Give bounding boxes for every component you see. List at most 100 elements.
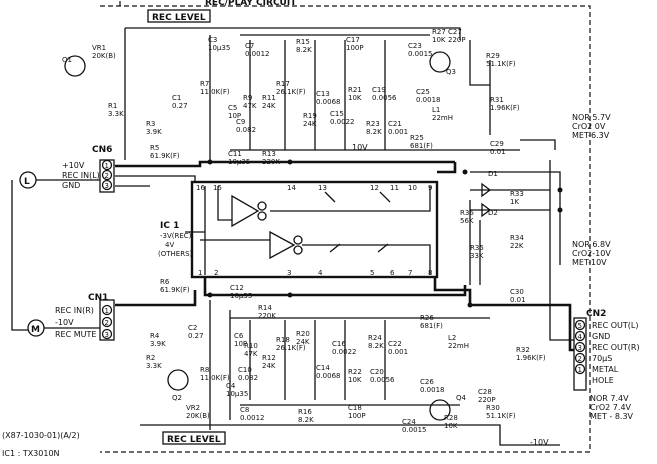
component-ref-r3: R3: [146, 120, 155, 128]
component-value-c24: 0.0015: [402, 426, 427, 434]
junction-dot: [287, 159, 293, 165]
component-value-c26: 0.0018: [420, 386, 445, 394]
wire-top-rail: [125, 27, 461, 40]
ic-switches-upper: [324, 191, 391, 203]
cn1-pin-circle: [101, 304, 113, 316]
component-ref-r26: R26: [420, 314, 434, 322]
component-value-c19: 0.0056: [372, 94, 397, 102]
part-number: (X87-1030-01)(A/2): [2, 431, 80, 440]
voltage-note-top: NOR 5.7V: [572, 113, 611, 122]
component-value-r12: 24K: [262, 362, 276, 370]
component-value-r2: 3.3K: [146, 362, 162, 370]
component-ref-r19: R19: [303, 112, 317, 120]
cn6-pin-label: GND: [62, 181, 80, 190]
component-value-r30: 51.1K(F): [486, 412, 516, 420]
ic-pin-13: 13: [318, 184, 327, 192]
wire-right-top: [470, 171, 561, 265]
ic-pin-7: 7: [408, 269, 412, 277]
component-value-r28: 10K: [444, 422, 458, 430]
component-value-r23: 8.2K: [366, 128, 382, 136]
component-value-l2: 22mH: [448, 342, 469, 350]
cn2-pin-circle: [574, 319, 586, 331]
component-ref-c30: C30: [510, 288, 524, 296]
opamp-lower-node-2: [293, 245, 303, 255]
ic-pin-12: 12: [370, 184, 379, 192]
component-ref-r34: R34: [510, 234, 524, 242]
component-value-c16: 0.0022: [332, 348, 357, 356]
ic1-note-1: -3V(REC): [160, 232, 192, 240]
voltage-note-top: CrO2 0V: [572, 122, 606, 131]
component-value-r22: 10K: [348, 376, 362, 384]
component-ref-c9: C9: [236, 118, 245, 126]
component-ref-r20: R20: [296, 330, 310, 338]
cn2-pin-number: 1: [578, 366, 582, 374]
component-value-c8: 0.0012: [240, 414, 265, 422]
component-ref-r32: R32: [516, 346, 530, 354]
cn2-pin-number: 3: [578, 344, 582, 352]
junction-dot: [207, 159, 213, 165]
component-value-r20: 24K: [296, 338, 310, 346]
cn1-pin-circle: [101, 316, 113, 328]
component-value-r17: 26.1K(F): [276, 88, 306, 96]
component-ref-r31: R31: [490, 96, 504, 104]
component-value-r27: 10K: [432, 36, 446, 44]
component-ref-c25: C25: [416, 88, 430, 96]
wire-q3: [469, 40, 490, 86]
cn2-pin-label: METAL: [592, 365, 619, 374]
component-ref-c23: C23: [408, 42, 422, 50]
opamp-upper-a: [231, 194, 260, 228]
component-value-r10: 47K: [244, 350, 258, 358]
component-ref-r15: R15: [296, 38, 310, 46]
component-ref-r36: R36: [460, 209, 474, 217]
component-ref-r24: R24: [368, 334, 382, 342]
wire-rec-in-r: [115, 290, 197, 307]
component-value-c7: 0.0012: [245, 50, 270, 58]
component-value-r34: 22K: [510, 242, 524, 250]
component-ref-c13: C13: [316, 90, 330, 98]
component-ref-l1: L1: [432, 106, 440, 114]
cn6-pin-circle: [101, 159, 113, 171]
ic-pin-2: 2: [214, 269, 218, 277]
component-ref-r30: R30: [486, 404, 500, 412]
component-value-c29: 0.01: [490, 148, 506, 156]
component-value-c30: 0.01: [510, 296, 526, 304]
component-value-r11: 24K: [262, 102, 276, 110]
component-value-r31: 1.96K(F): [490, 104, 520, 112]
component-value-r36: 56K: [460, 217, 474, 225]
opamp-upper-node-2: [257, 211, 267, 221]
diode-d1-symbol: [481, 182, 492, 198]
component-value-c1: 0.27: [172, 102, 188, 110]
component-ref-r22: R22: [348, 368, 362, 376]
component-value-r33: 1K: [510, 198, 519, 206]
wire-bottom-left-vert: [209, 300, 231, 430]
component-ref-c3: C3: [208, 36, 217, 44]
component-ref-c28: C28: [478, 388, 492, 396]
component-value-r35: 33K: [470, 252, 484, 260]
wire-neg-rail: [140, 424, 560, 446]
component-ref-c20: C20: [370, 368, 384, 376]
rail-pos-label: 10V: [352, 143, 368, 152]
component-value-r14: 220K: [258, 312, 276, 320]
component-ref-c2: C2: [188, 324, 197, 332]
transistor-q4-symbol: [429, 399, 451, 421]
cn2-pin-label: GND: [592, 332, 610, 341]
ic-note: IC1 : TX3010N: [2, 449, 60, 458]
cn2-pin-label: REC OUT(L): [592, 321, 638, 330]
voltage-note-bottom: MET - 8.3V: [590, 412, 634, 421]
opamp-lower-a: [269, 230, 296, 260]
cn2-pin-number: 4: [578, 333, 583, 341]
component-value-r16: 8.2K: [298, 416, 314, 424]
component-ref-r13: R13: [262, 150, 276, 158]
component-ref-r23: R23: [366, 120, 380, 128]
ic-pin-5: 5: [370, 269, 374, 277]
component-ref-c1: C1: [172, 94, 181, 102]
component-ref-r9: R9: [243, 94, 252, 102]
wire-channel-l-to-m: [11, 180, 28, 331]
wire-r31-right: [520, 139, 556, 150]
component-value-r3: 3.9K: [146, 128, 162, 136]
ic-pin-9: 9: [428, 184, 432, 192]
junction-dot: [557, 187, 563, 193]
component-value-r8: 11.0K(F): [200, 374, 230, 382]
